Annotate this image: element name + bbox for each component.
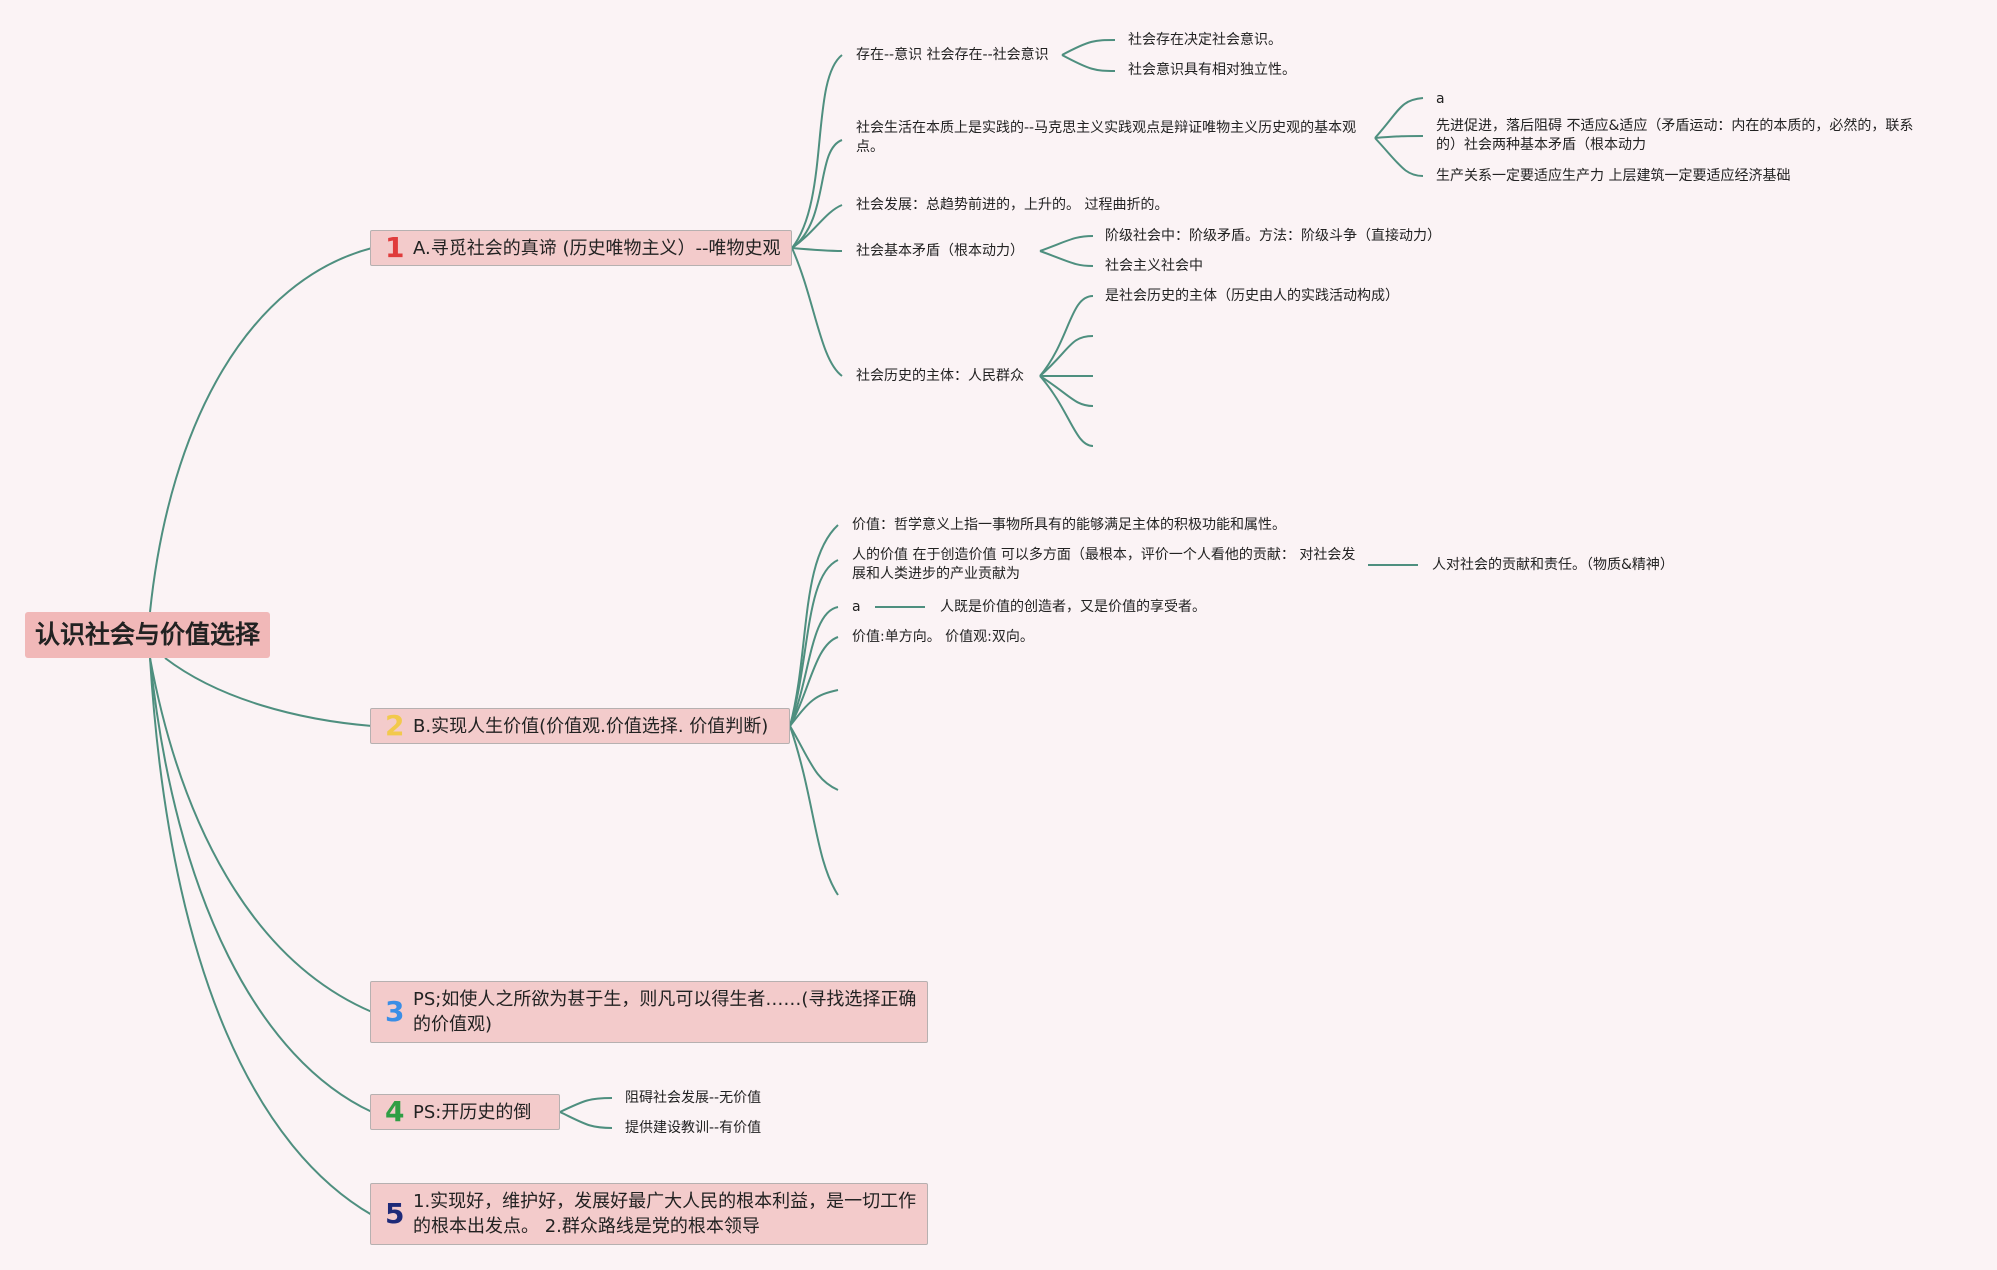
branch-number-4: 4 [385,1095,405,1128]
branch-2[interactable]: 2 B.实现人生价值(价值观.价值选择. 价值判断) [370,708,790,744]
b2-child-human-value[interactable]: 人的价值 在于创造价值 可以多方面（最根本，评价一个人看他的贡献： 对社会发展和… [852,547,1356,582]
branch-1[interactable]: 1 A.寻觅社会的真谛 (历史唯物主义）--唯物史观 [370,230,792,266]
edge-b2-c7 [789,725,839,896]
edge-root-b4 [149,657,373,1113]
b2-grandchild-creator-enjoyer[interactable]: 人既是价值的创造者，又是价值的享受者。 [940,599,1206,615]
branch-number-2: 2 [385,709,405,742]
edge-b4-c2 [559,1111,613,1129]
b1-grandchild-class-society[interactable]: 阶级社会中：阶级矛盾。方法：阶级斗争（直接动力） [1105,228,1441,244]
root-topic[interactable]: 认识社会与价值选择 [25,612,270,658]
edge-b1-c3 [791,204,843,249]
b1-child-development[interactable]: 社会发展：总趋势前进的，上升的。 过程曲折的。 [856,197,1169,213]
b1-child-basic-contradiction[interactable]: 社会基本矛盾（根本动力） [856,243,1024,259]
edge-b1-c2 [791,139,843,249]
branch-3-label: PS;如使人之所欲为甚于生，则凡可以得生者……(寻找选择正确的价值观) [413,989,917,1035]
b1-child-existence[interactable]: 存在--意识 社会存在--社会意识 [856,47,1049,63]
edge-b1-c1 [791,54,843,249]
edge-root-b3 [149,657,373,1013]
branch-number-3: 3 [385,995,405,1028]
b1-grandchild-a[interactable]: a [1436,91,1445,107]
edge-b2-c4 [789,636,839,727]
b4-child-hinder[interactable]: 阻碍社会发展--无价值 [625,1090,762,1106]
b2-child-value-direction[interactable]: 价值:单方向。 价值观:双向。 [852,629,1034,645]
branch-4[interactable]: 4 PS:开历史的倒 [370,1094,560,1130]
edge-b1c5-e [1039,375,1094,447]
edge-b1-c5 [791,247,843,377]
b1-child-historical-subject[interactable]: 社会历史的主体：人民群众 [856,368,1024,384]
edge-b1c2-a [1374,97,1424,139]
b1-child-practice[interactable]: 社会生活在本质上是实践的--马克思主义实践观点是辩证唯物主义历史观的基本观点。 [856,120,1357,155]
edge-b2-c2 [789,559,839,727]
edge-b1c2-c [1374,137,1424,177]
b2-grandchild-contribution[interactable]: 人对社会的贡献和责任。（物质&精神） [1432,557,1674,573]
branch-5[interactable]: 5 1.实现好，维护好，发展好最广大人民的根本利益，是一切工作的根本出发点。 2… [370,1183,928,1245]
edge-b1c1-a [1061,39,1116,56]
edge-b1c1-b [1061,54,1116,72]
branch-3[interactable]: 3 PS;如使人之所欲为甚于生，则凡可以得生者……(寻找选择正确的价值观) [370,981,928,1043]
branch-1-label: A.寻觅社会的真谛 (历史唯物主义）--唯物史观 [413,237,781,259]
edge-b1-c4 [791,247,843,252]
b1-grandchild-consciousness-independent[interactable]: 社会意识具有相对独立性。 [1128,62,1296,78]
branch-2-label: B.实现人生价值(价值观.价值选择. 价值判断) [413,715,769,737]
b2-child-a[interactable]: a [852,599,861,615]
edge-b1c2-b [1374,135,1424,139]
edge-b1c4-b [1039,250,1094,267]
b1-grandchild-existence-decides[interactable]: 社会存在决定社会意识。 [1128,32,1282,48]
edge-b2-c6 [789,725,839,791]
edge-root-b1 [149,247,373,613]
branch-4-label: PS:开历史的倒 [413,1101,532,1123]
edge-b1c4-a [1039,235,1094,252]
branch-5-label: 1.实现好，维护好，发展好最广大人民的根本利益，是一切工作的根本出发点。 2.群… [413,1191,917,1237]
b4-child-lesson[interactable]: 提供建设教训--有价值 [625,1120,762,1136]
edge-b1c5-b [1039,335,1094,377]
b2-child-value-definition[interactable]: 价值：哲学意义上指一事物所具有的能够满足主体的积极功能和属性。 [852,517,1286,533]
b1-grandchild-subject-detail[interactable]: 是社会历史的主体（历史由人的实践活动构成） [1105,288,1399,304]
edge-root-b5 [149,657,373,1216]
edge-b1c5-a [1039,295,1094,377]
branch-number-5: 5 [385,1197,405,1230]
edge-root-b2 [164,657,373,727]
b1-grandchild-socialist-society[interactable]: 社会主义社会中 [1105,258,1203,274]
edge-b1c5-d [1039,375,1094,407]
branch-number-1: 1 [385,231,405,264]
edge-b2-c5 [789,689,839,727]
b1-grandchild-contradiction[interactable]: 先进促进，落后阻碍 不适应&适应（矛盾运动：内在的本质的，必然的，联系的）社会两… [1436,118,1914,153]
b1-grandchild-productivity[interactable]: 生产关系一定要适应生产力 上层建筑一定要适应经济基础 [1436,168,1791,184]
edge-b2-c3 [789,606,839,727]
edge-b4-c1 [559,1097,613,1113]
